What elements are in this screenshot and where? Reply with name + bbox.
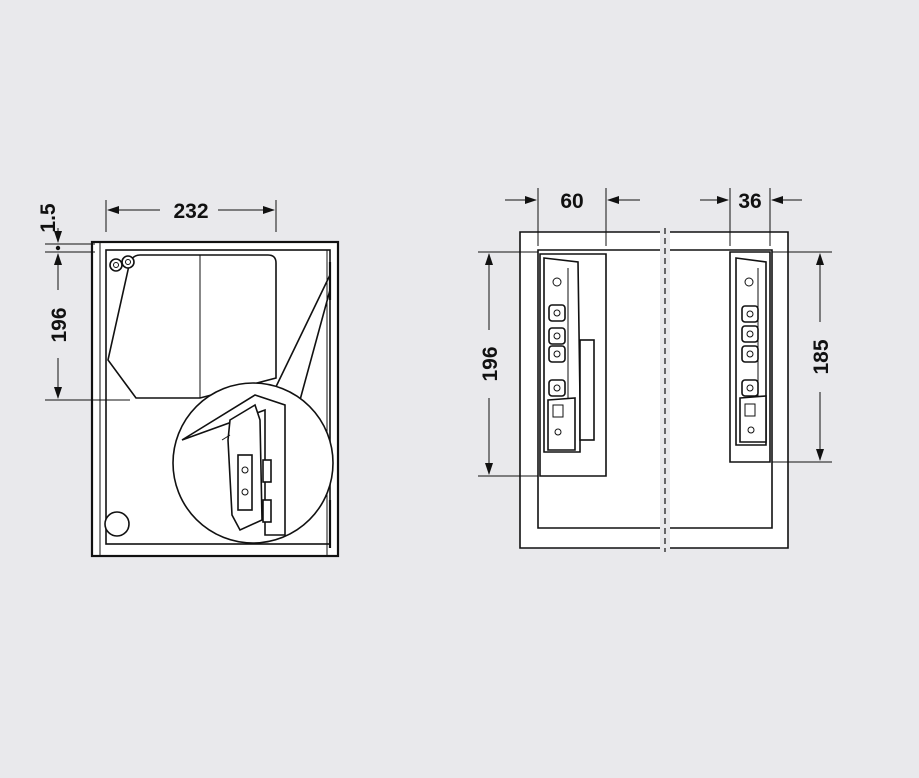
right-view: 60 36 196 185 [478,188,833,552]
dim-label-right-height: 185 [810,339,833,374]
dim-width: 232 [105,200,277,232]
dim-label-right-width: 36 [738,190,761,213]
dim-label-offset: 1.5 [37,203,60,233]
detail-callout-line-2 [299,289,331,401]
dim-label-left-height: 196 [479,346,502,381]
mechanism-left [539,253,607,477]
dim-height-left: 196 [45,253,130,401]
dim-left-width: 60 [505,188,640,246]
flap-door [107,254,277,399]
mechanism-right [729,251,771,463]
flap-door-lower-edge [107,359,137,399]
left-view: 232 1.5 196 [37,200,340,558]
dim-label-height-left: 196 [48,307,71,342]
knob-icon [104,511,130,537]
cabinet-inner-right [670,249,773,529]
dim-label-left-width: 60 [560,190,583,213]
dim-right-width: 36 [700,188,802,246]
detail-callout-line-1 [271,274,331,396]
dim-label-width: 232 [173,200,208,223]
hinge-screws [109,255,135,272]
dim-height-right-view: 196 [478,251,538,477]
cabinet-inner-left [537,249,660,529]
cabinet-inner-frame [105,249,331,545]
dim-offset: 1.5 [37,203,95,253]
detail-mechanism [181,394,286,536]
dim-height-185: 185 [772,251,833,463]
